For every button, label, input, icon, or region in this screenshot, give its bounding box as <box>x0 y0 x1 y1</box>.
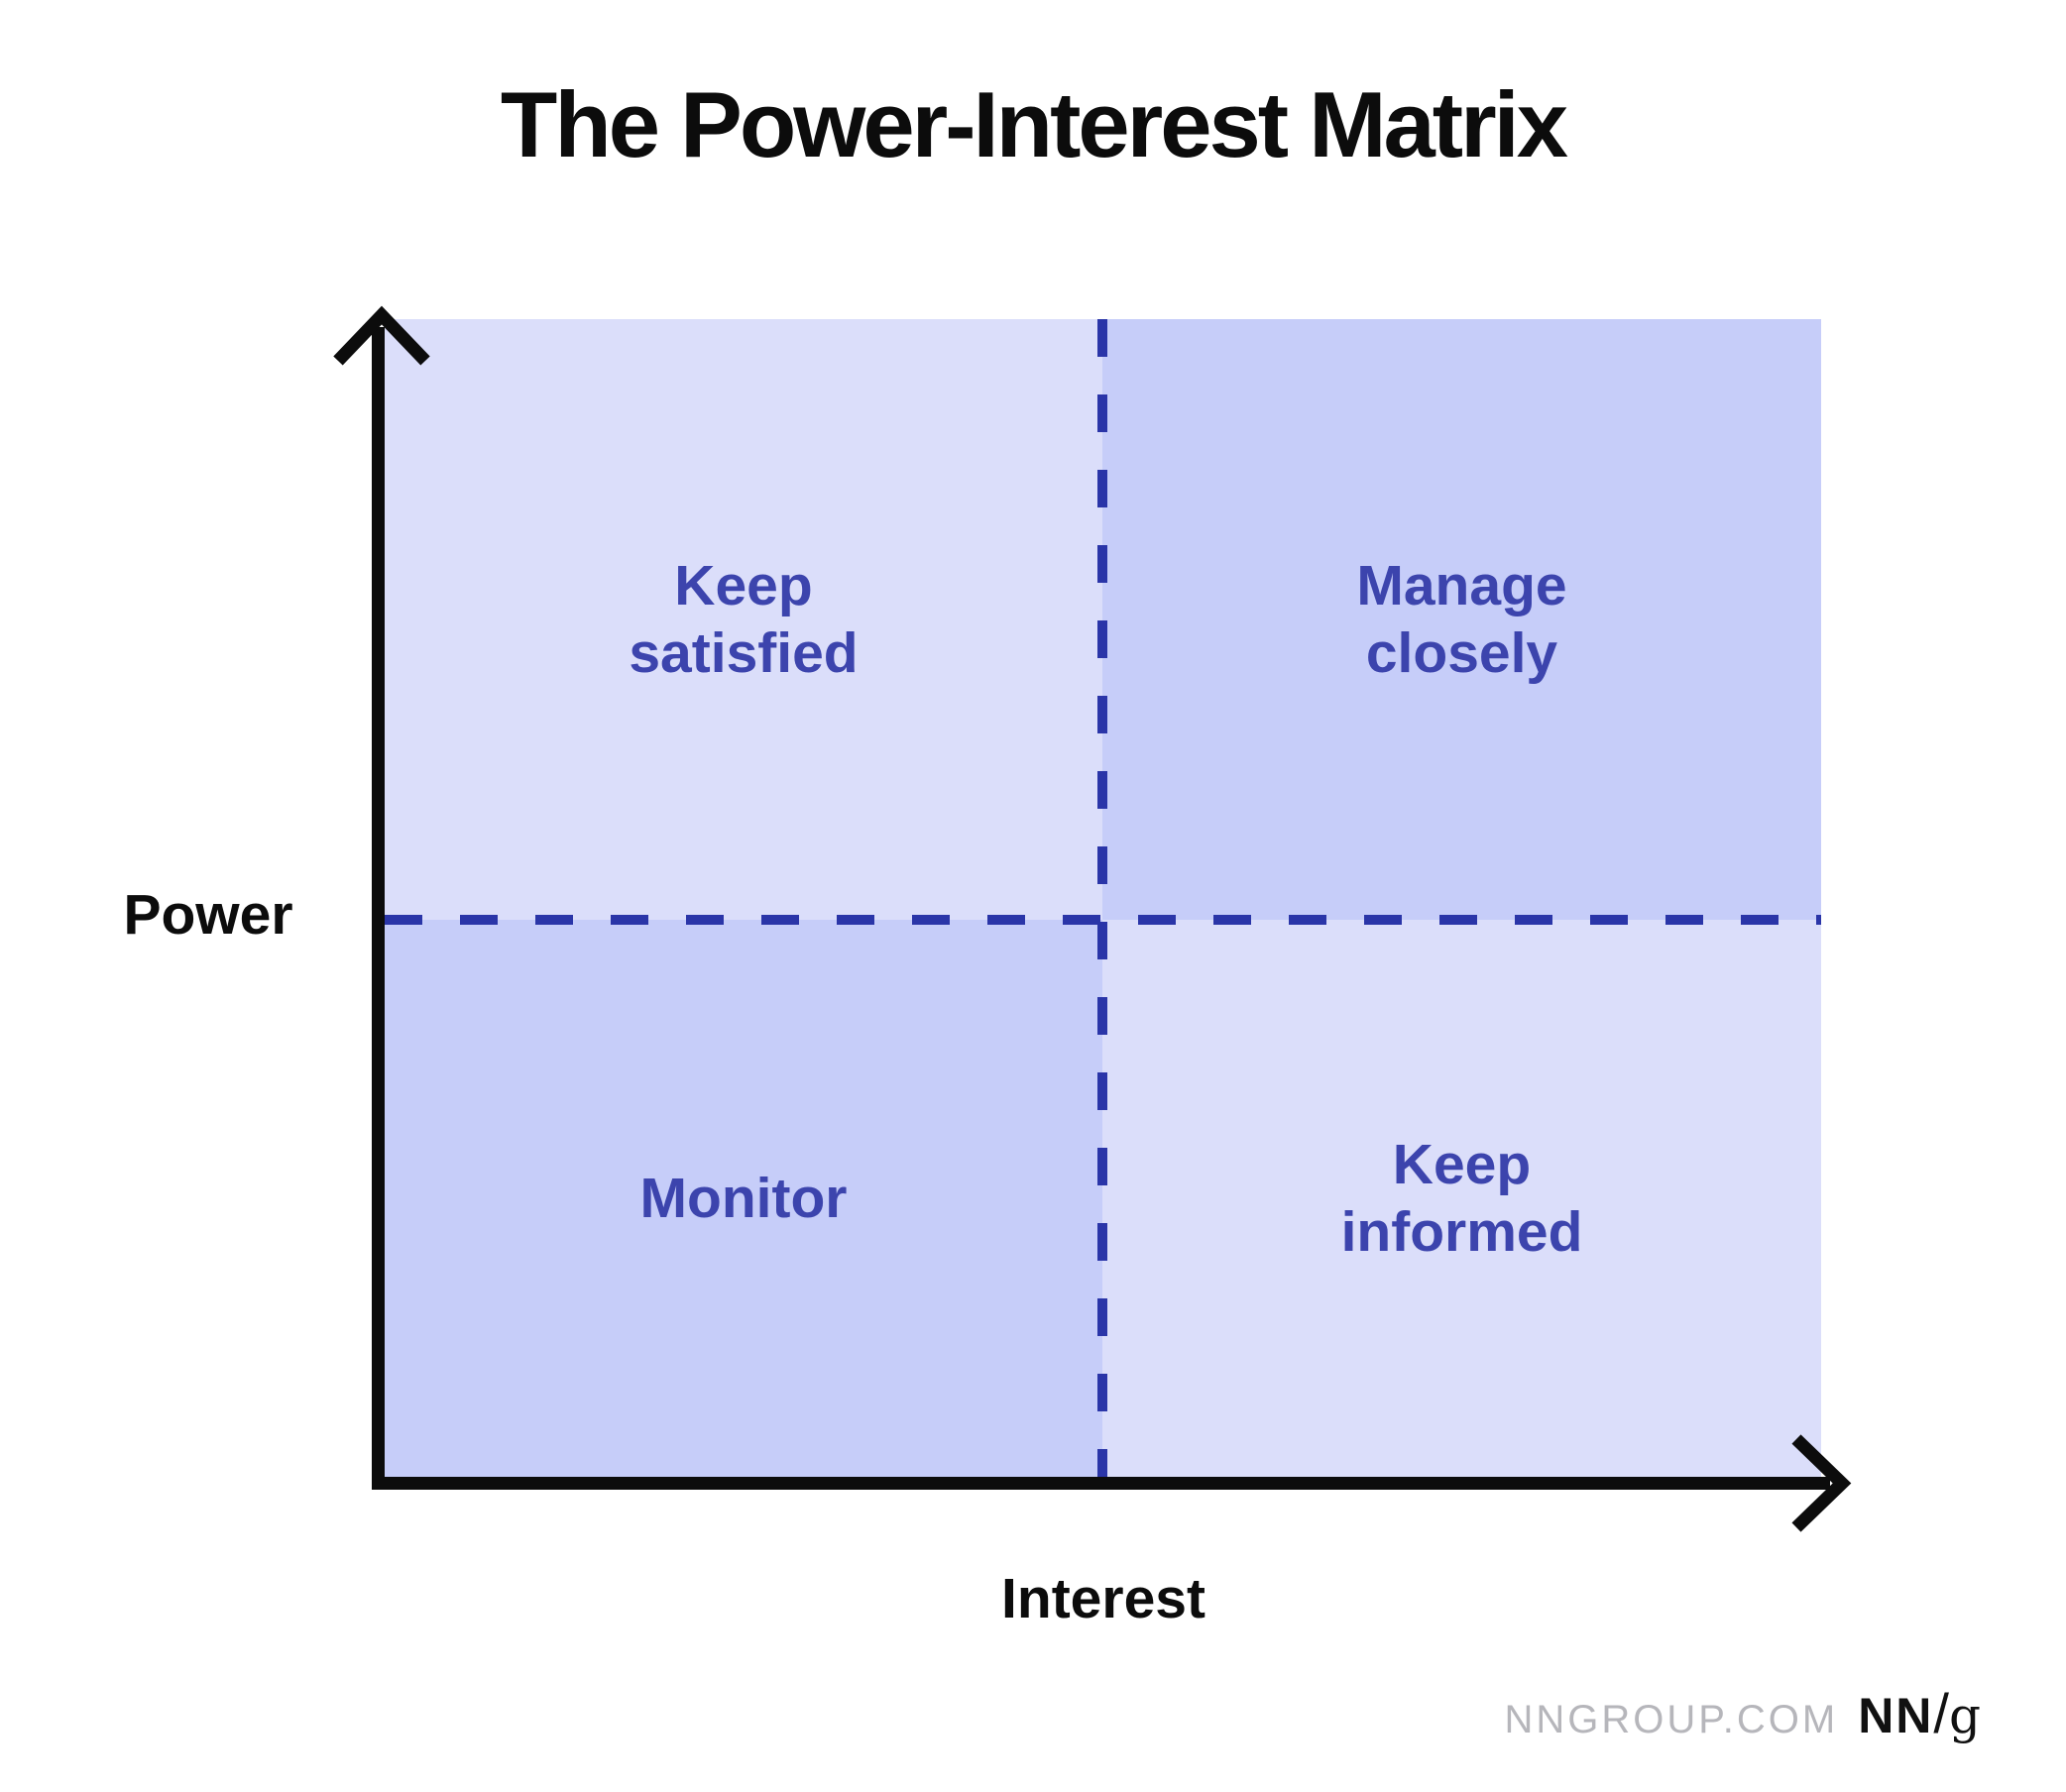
quadrant-label-line: closely <box>1365 621 1558 685</box>
vertical-divider-dashed-line <box>1097 319 1107 1477</box>
quadrant-keep-informed: Keep informed <box>1102 920 1821 1477</box>
quadrant-label-line: Monitor <box>639 1166 848 1230</box>
x-axis-label-text: Interest <box>1001 1567 1205 1630</box>
quadrant-monitor: Monitor <box>385 920 1102 1477</box>
quadrant-label: Monitor <box>640 1165 848 1232</box>
quadrant-label-line: informed <box>1340 1200 1583 1264</box>
page-title: The Power-Interest Matrix <box>500 72 1568 176</box>
quadrant-label-line: Keep <box>1392 1132 1532 1196</box>
x-axis-label: Interest <box>0 1566 2066 1631</box>
quadrant-label: Keep informed <box>1341 1131 1583 1267</box>
quadrant-keep-satisfied: Keep satisfied <box>385 319 1102 920</box>
nng-logo: NN/g <box>1858 1681 1981 1745</box>
footer: NNGROUP.COM NN/g <box>1504 1681 1981 1745</box>
quadrant-label-line: satisfied <box>629 621 859 685</box>
y-axis-label: Power <box>123 883 293 947</box>
logo-g: g <box>1948 1687 1981 1744</box>
quadrant-label: Manage closely <box>1356 552 1566 688</box>
logo-nn: NN <box>1858 1688 1934 1743</box>
quadrant-manage-closely: Manage closely <box>1102 319 1821 920</box>
quadrant-label-line: Manage <box>1356 553 1567 617</box>
quadrant-label-line: Keep <box>674 553 813 617</box>
quadrant-label: Keep satisfied <box>629 552 858 688</box>
logo-slash: / <box>1933 1682 1949 1744</box>
footer-site-url: NNGROUP.COM <box>1504 1698 1839 1741</box>
